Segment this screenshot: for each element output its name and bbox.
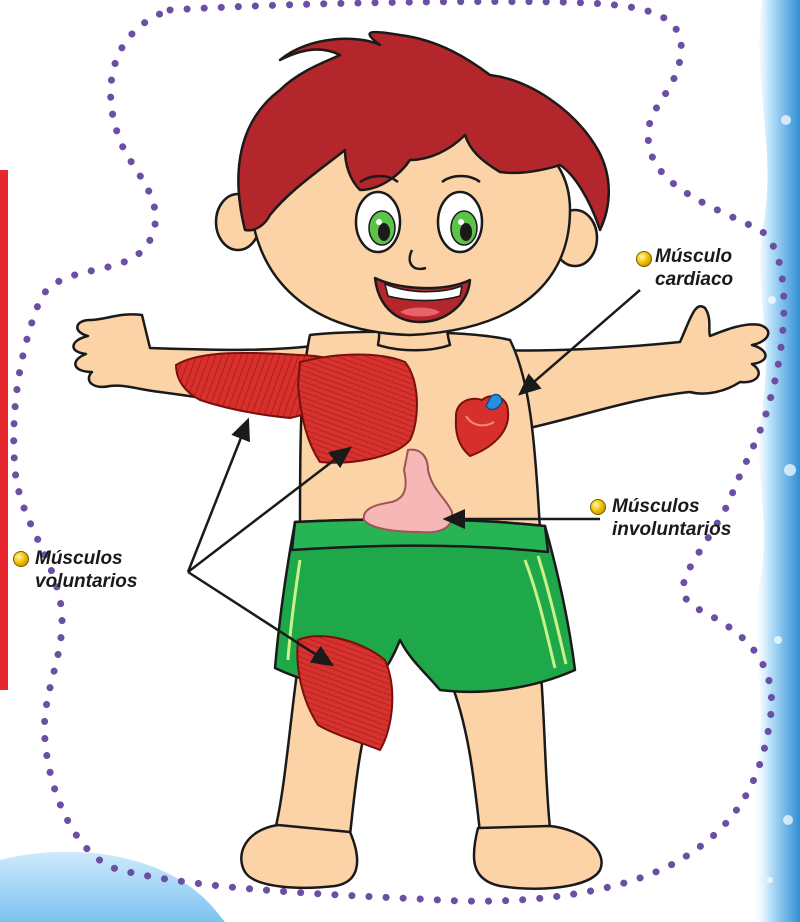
- left-foot: [241, 825, 357, 888]
- label-voluntary-line2: voluntarios: [35, 570, 137, 593]
- label-cardiac-muscle: Músculo cardiaco: [655, 245, 733, 291]
- label-voluntary-muscles: Músculos voluntarios: [35, 547, 137, 593]
- label-involuntary-line2: involuntarios: [612, 518, 731, 541]
- water-corner: [0, 852, 225, 922]
- right-arm: [500, 306, 768, 430]
- label-cardiac-line2: cardiaco: [655, 268, 733, 291]
- label-involuntary-muscles: Músculos involuntarios: [612, 495, 731, 541]
- water-background: [752, 0, 800, 922]
- chest-muscle: [298, 355, 417, 463]
- red-edge: [0, 170, 8, 690]
- yellow-bullet-icon: [590, 499, 606, 515]
- label-cardiac-line1: Músculo: [655, 245, 733, 268]
- yellow-bullet-icon: [636, 251, 652, 267]
- label-voluntary-line1: Músculos: [35, 547, 137, 570]
- right-foot: [474, 826, 602, 889]
- yellow-bullet-icon: [13, 551, 29, 567]
- label-involuntary-line1: Músculos: [612, 495, 731, 518]
